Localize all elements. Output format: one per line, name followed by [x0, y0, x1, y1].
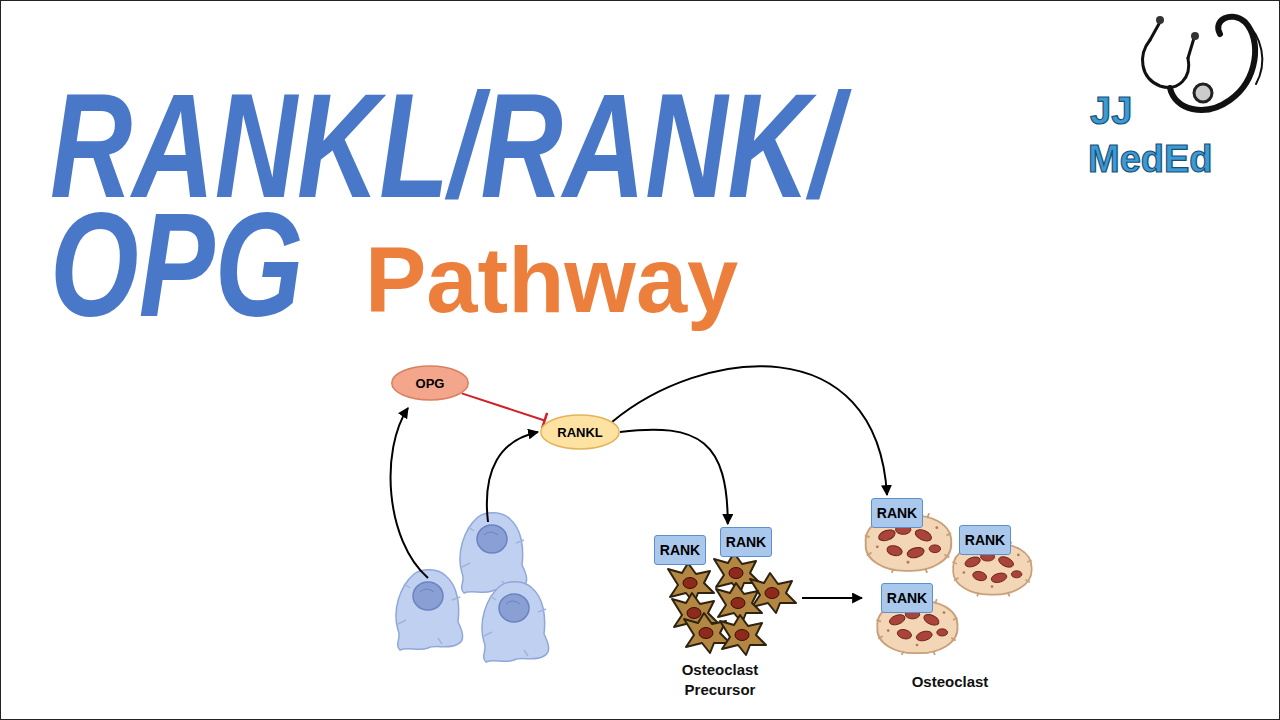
- node-label: RANK: [877, 505, 917, 521]
- node-text-group: RANK: [660, 542, 700, 558]
- node-label: OPG: [416, 376, 445, 391]
- secretion-arrow: [391, 408, 428, 578]
- osteoblast-cell: [396, 570, 463, 650]
- node-label: RANK: [726, 534, 766, 550]
- cell-label: Osteoclast Precursor: [660, 660, 780, 699]
- stethoscope-earpiece: [1191, 32, 1199, 40]
- ellipse-shape: [392, 366, 468, 400]
- precursor-cell: [720, 615, 766, 655]
- stethoscope-icon: [1143, 17, 1263, 110]
- node-text-group: RANK: [877, 505, 917, 521]
- receptor-box: RANK: [654, 535, 706, 565]
- node-label: RANK: [887, 590, 927, 606]
- receptor-box: RANK: [871, 498, 923, 528]
- cell-label: Osteoclast: [895, 672, 1005, 692]
- node-text-group: RANK: [726, 534, 766, 550]
- subtitle: Pathway: [365, 234, 738, 326]
- osteoblast-cell: [460, 513, 527, 593]
- differentiation-arrow: [802, 597, 862, 599]
- osteoblast-cell: [482, 582, 549, 662]
- receptor-box: RANK: [959, 525, 1011, 555]
- stethoscope-chestpiece: [1194, 84, 1212, 102]
- protein-ellipse: OPG: [391, 365, 469, 401]
- node-text-group: RANKL: [557, 425, 603, 440]
- protein-ellipse: RANKL: [540, 414, 620, 450]
- node-label: RANK: [965, 532, 1005, 548]
- ellipse-shape: [541, 415, 619, 449]
- arrow-connector: [612, 366, 887, 495]
- node-label: RANK: [660, 542, 700, 558]
- stethoscope-earpiece: [1156, 16, 1164, 24]
- arrow-connector: [620, 430, 728, 524]
- secretion-arrow: [487, 432, 538, 522]
- logo-text: MedEd: [1088, 140, 1213, 178]
- inhibition-connector: [462, 393, 545, 420]
- logo-text: JJ: [1090, 92, 1132, 130]
- node-label: RANKL: [557, 425, 603, 440]
- node-text-group: OPG: [416, 376, 445, 391]
- receptor-box: RANK: [720, 527, 772, 557]
- node-text-group: RANK: [965, 532, 1005, 548]
- receptor-box: RANK: [881, 583, 933, 613]
- node-text-group: RANK: [887, 590, 927, 606]
